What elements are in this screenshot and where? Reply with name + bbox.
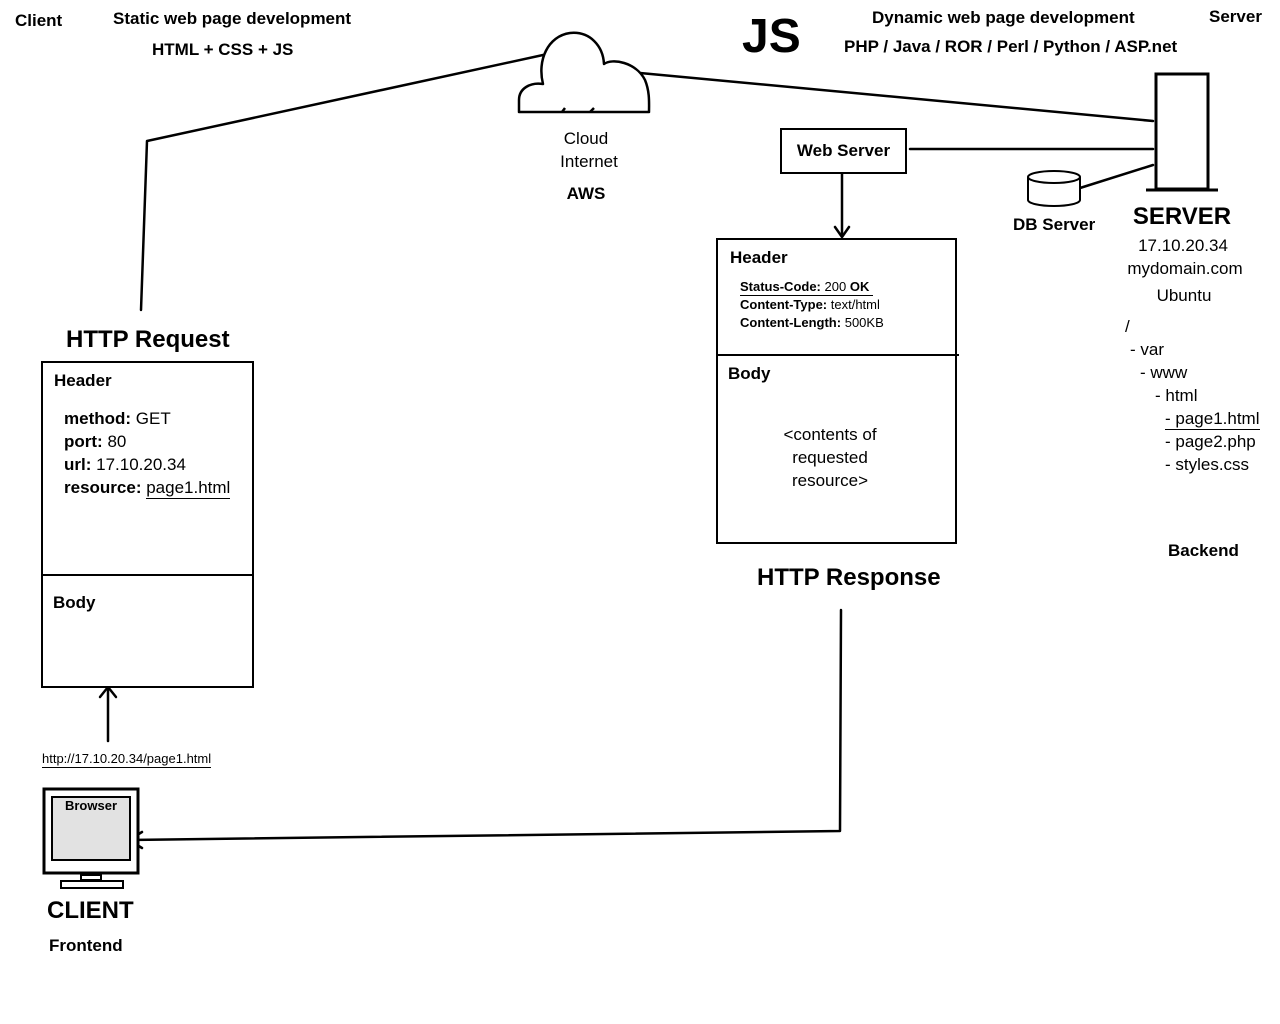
tree-page2: - page2.php (1165, 432, 1256, 451)
dynamic-dev-stack: PHP / Java / ROR / Perl / Python / ASP.n… (844, 37, 1178, 56)
dynamic-dev-title: Dynamic web page development (872, 8, 1135, 27)
response-header-label: Header (730, 248, 788, 267)
request-to-cloud-line (139, 53, 545, 312)
db-to-server-line (1078, 163, 1155, 190)
response-body-line1: <contents of (783, 425, 877, 444)
response-status-code: Status-Code: 200 OK (740, 279, 873, 296)
response-body-label: Body (728, 364, 771, 383)
request-method: method: GET (64, 409, 171, 428)
js-label: JS (742, 10, 801, 63)
db-server-label: DB Server (1013, 215, 1096, 234)
request-header-label: Header (54, 371, 112, 390)
server-title: SERVER (1132, 203, 1232, 230)
tree-root: / (1125, 317, 1130, 336)
client-label: Client (15, 11, 63, 30)
tree-page1-label: - page1.html (1165, 409, 1260, 430)
response-to-browser-arrow (127, 608, 843, 842)
server-tower-icon (1146, 72, 1218, 192)
database-icon (1027, 170, 1081, 207)
internet-label: Internet (560, 152, 618, 171)
response-content-type: Content-Type: text/html (740, 297, 880, 312)
http-response-box (716, 238, 957, 544)
cloud-icon (517, 31, 651, 114)
tree-html: - html (1155, 386, 1198, 405)
http-request-title: HTTP Request (66, 326, 230, 353)
response-body-line3: resource> (791, 471, 869, 490)
client-title: CLIENT (47, 897, 134, 924)
tree-www: - www (1140, 363, 1188, 382)
browser-label: Browser (64, 798, 118, 813)
response-content-length: Content-Length: 500KB (740, 315, 884, 330)
aws-label: AWS (566, 184, 606, 203)
tree-styles: - styles.css (1165, 455, 1250, 474)
response-body-line2: requested (792, 448, 868, 467)
browser-url: http://17.10.20.34/page1.html (42, 751, 212, 768)
frontend-label: Frontend (49, 936, 123, 955)
server-label: Server (1209, 7, 1262, 26)
cloud-label: Cloud (563, 129, 609, 148)
request-divider (41, 574, 254, 576)
server-ip: 17.10.20.34 (1138, 236, 1228, 255)
web-server-box: Web Server (780, 128, 907, 174)
static-dev-stack: HTML + CSS + JS (152, 40, 294, 59)
http-response-title: HTTP Response (757, 564, 941, 591)
cloud-to-server-line (638, 71, 1155, 123)
request-url: url: 17.10.20.34 (64, 455, 186, 474)
web-server-label: Web Server (796, 141, 891, 160)
request-resource: resource: page1.html (64, 478, 231, 499)
server-os: Ubuntu (1156, 286, 1212, 305)
response-divider (716, 354, 959, 356)
monitor-icon (42, 787, 140, 889)
request-port: port: 80 (64, 432, 127, 451)
backend-label: Backend (1168, 541, 1239, 560)
server-domain: mydomain.com (1127, 259, 1243, 278)
http-request-box (41, 361, 254, 688)
tree-page1: - page1.html (1165, 409, 1260, 430)
static-dev-title: Static web page development (113, 9, 352, 28)
tree-var: - var (1130, 340, 1164, 359)
request-body-label: Body (53, 593, 96, 612)
